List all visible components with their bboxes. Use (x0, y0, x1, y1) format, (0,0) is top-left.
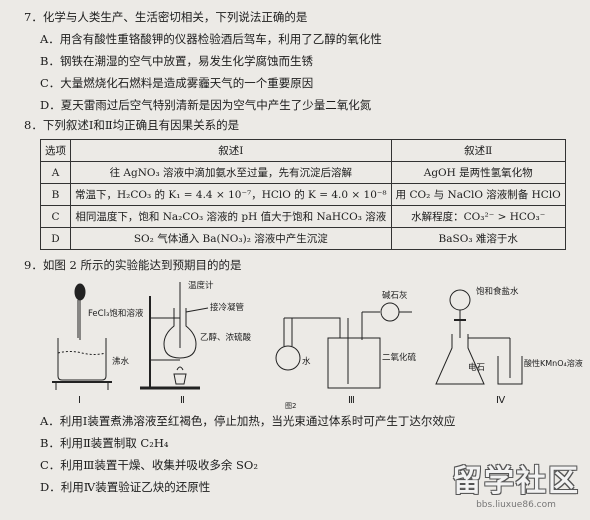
roman-2: Ⅱ (180, 395, 185, 406)
row-statement-1: 常温下，H₂CO₃ 的 K₁ = 4.4 × 10⁻⁷，HClO 的 K = 4… (70, 183, 392, 206)
label-so2: 二氧化硫 (382, 352, 417, 363)
roman-3: Ⅲ (348, 395, 355, 406)
row-statement-1: SO₂ 气体通入 Ba(NO₃)₂ 溶液中产生沉淀 (70, 227, 392, 250)
label-ethanol-acid: 乙醇、浓硫酸 (200, 332, 252, 343)
q9-option-b: B．利用Ⅱ装置制取 C₂H₄ (40, 436, 169, 450)
row-statement-1: 往 AgNO₃ 溶液中滴加氨水至过量，先有沉淀后溶解 (70, 161, 392, 184)
table-row: D SO₂ 气体通入 Ba(NO₃)₂ 溶液中产生沉淀 BaSO₃ 难溶于水 (40, 227, 566, 250)
row-statement-2: 水解程度：CO₃²⁻ > HCO₃⁻ (390, 205, 566, 228)
label-thermometer: 温度计 (188, 280, 214, 291)
label-soda-lime: 碱石灰 (382, 290, 408, 301)
q9-stem: 9．如图 2 所示的实验能达到预期目的的是 (24, 258, 242, 272)
q7-option-a: A．用含有酸性重铬酸钾的仪器检验酒后驾车，利用了乙醇的氧化性 (40, 32, 382, 46)
row-statement-2: BaSO₃ 难溶于水 (390, 227, 566, 250)
header-statement-1: 叙述Ⅰ (70, 139, 392, 162)
q7-option-b: B．钢铁在潮湿的空气中放置，易发生化学腐蚀而生锈 (40, 54, 313, 68)
site-watermark: 留学社区 bbs.liuxue86.com (452, 456, 580, 510)
table-row: B 常温下，H₂CO₃ 的 K₁ = 4.4 × 10⁻⁷，HClO 的 K =… (40, 183, 566, 206)
apparatus-4 (435, 289, 523, 385)
apparatus-1 (52, 283, 112, 390)
table-header-row: 选项 叙述Ⅰ 叙述Ⅱ (40, 139, 566, 162)
table-row: A 往 AgNO₃ 溶液中滴加氨水至过量，先有沉淀后溶解 AgOH 是两性氢氧化… (40, 161, 566, 184)
label-brine: 饱和食盐水 (476, 286, 519, 297)
apparatus-figure: FeCl₃饱和溶液 沸水 Ⅰ 温度计 接冷凝管 乙醇、浓硫酸 Ⅱ (52, 280, 583, 410)
row-statement-2: AgOH 是两性氢氧化物 (390, 161, 566, 184)
table-row: C 相同温度下，饱和 Na₂CO₃ 溶液的 pH 值大于饱和 NaHCO₃ 溶液… (40, 205, 566, 228)
label-condenser: 接冷凝管 (210, 302, 244, 313)
label-carbide: 电石 (468, 362, 485, 373)
header-option: 选项 (40, 139, 71, 162)
row-statement-1: 相同温度下，饱和 Na₂CO₃ 溶液的 pH 值大于饱和 NaHCO₃ 溶液 (70, 205, 392, 228)
row-option: D (40, 227, 71, 250)
q9-option-a: A．利用Ⅰ装置煮沸溶液至红褐色，停止加热，当光束通过体系时可产生丁达尔效应 (40, 414, 456, 428)
figure-caption: 图2 (285, 402, 296, 410)
q7-stem: 7．化学与人类生产、生活密切相关，下列说法正确的是 (24, 10, 308, 24)
apparatus-2 (140, 282, 209, 390)
label-water: 水 (302, 356, 311, 367)
row-option: C (40, 205, 71, 228)
row-option: A (40, 161, 71, 184)
watermark-url: bbs.liuxue86.com (476, 500, 556, 510)
label-kmno4: 酸性KMnO₄溶液 (524, 358, 583, 368)
q7-option-d: D．夏天雷雨过后空气特别清新是因为空气中产生了少量二氧化氮 (40, 98, 372, 112)
q8-stem: 8．下列叙述Ⅰ和Ⅱ均正确且有因果关系的是 (24, 118, 240, 132)
roman-1: Ⅰ (78, 395, 81, 406)
q7-option-c: C．大量燃烧化石燃料是造成雾霾天气的一个重要原因 (40, 76, 314, 90)
q9-option-d: D．利用Ⅳ装置验证乙炔的还原性 (40, 480, 211, 494)
label-boiling-water: 沸水 (112, 356, 130, 367)
row-option: B (40, 183, 71, 206)
watermark-logo: 留学社区 (452, 464, 580, 499)
q8-table: 选项 叙述Ⅰ 叙述Ⅱ A 往 AgNO₃ 溶液中滴加氨水至过量，先有沉淀后溶解 … (40, 139, 566, 250)
roman-4: Ⅳ (496, 395, 506, 406)
label-fecl3: FeCl₃饱和溶液 (88, 308, 144, 319)
apparatus-3 (275, 302, 412, 389)
row-statement-2: 用 CO₂ 与 NaClO 溶液制备 HClO (390, 183, 566, 206)
header-statement-2: 叙述Ⅱ (390, 139, 566, 162)
q9-option-c: C．利用Ⅲ装置干燥、收集并吸收多余 SO₂ (40, 458, 258, 472)
